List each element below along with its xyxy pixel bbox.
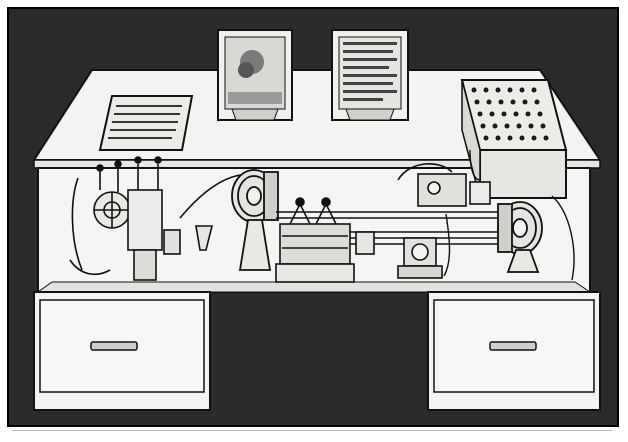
right-pedestal	[427, 291, 601, 411]
right-drawer-handle	[489, 341, 537, 351]
right-screen	[331, 29, 409, 121]
caption-noise	[12, 430, 612, 431]
left-apparatus	[69, 156, 263, 281]
right-upper-machine	[397, 163, 491, 207]
left-drawer-handle	[90, 341, 138, 351]
left-film-reel	[231, 169, 279, 271]
cables	[443, 149, 575, 281]
left-pedestal	[33, 291, 211, 411]
desk-document	[98, 95, 194, 151]
left-screen	[217, 29, 293, 121]
center-mechanism	[275, 197, 355, 283]
right-film-reel	[497, 201, 543, 273]
button-panel	[460, 79, 568, 199]
small-motor	[355, 231, 443, 279]
desk-front-band	[33, 159, 601, 169]
